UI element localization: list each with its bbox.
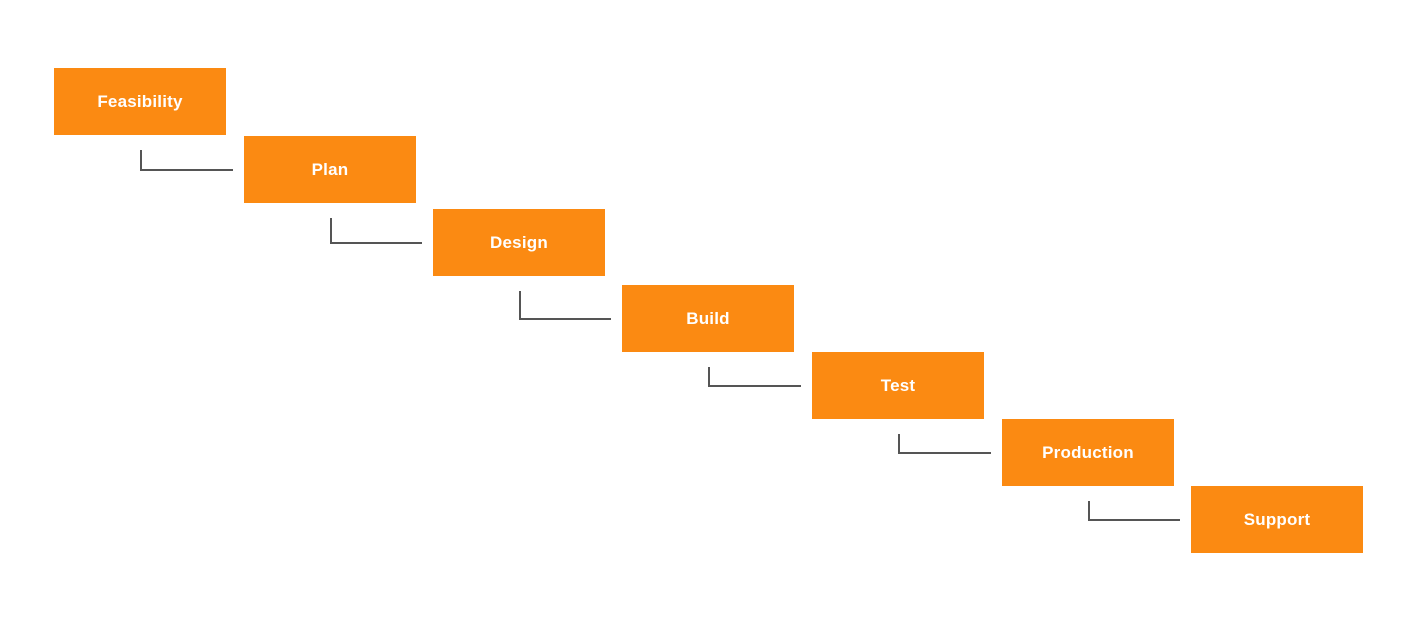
phase-label: Test [880, 375, 916, 395]
phase-label: Production [1042, 442, 1134, 462]
phase-label: Build [686, 308, 730, 328]
phase-box-design: Design [433, 209, 605, 276]
phase-box-test: Test [812, 352, 984, 419]
phase-box-feasibility: Feasibility [54, 68, 226, 135]
phase-label: Feasibility [97, 91, 183, 111]
connector-line-feasibility-plan [140, 150, 233, 171]
phase-box-support: Support [1191, 486, 1363, 553]
connector-line-production-support [1088, 501, 1180, 521]
phase-label: Design [490, 232, 548, 252]
connector-line-test-production [898, 434, 991, 454]
phase-box-production: Production [1002, 419, 1174, 486]
phase-box-plan: Plan [244, 136, 416, 203]
phase-box-build: Build [622, 285, 794, 352]
phase-label: Support [1243, 509, 1311, 529]
connector-line-design-build [519, 291, 611, 320]
phase-label: Plan [311, 159, 349, 179]
connector-line-build-test [708, 367, 801, 387]
connector-line-plan-design [330, 218, 422, 244]
